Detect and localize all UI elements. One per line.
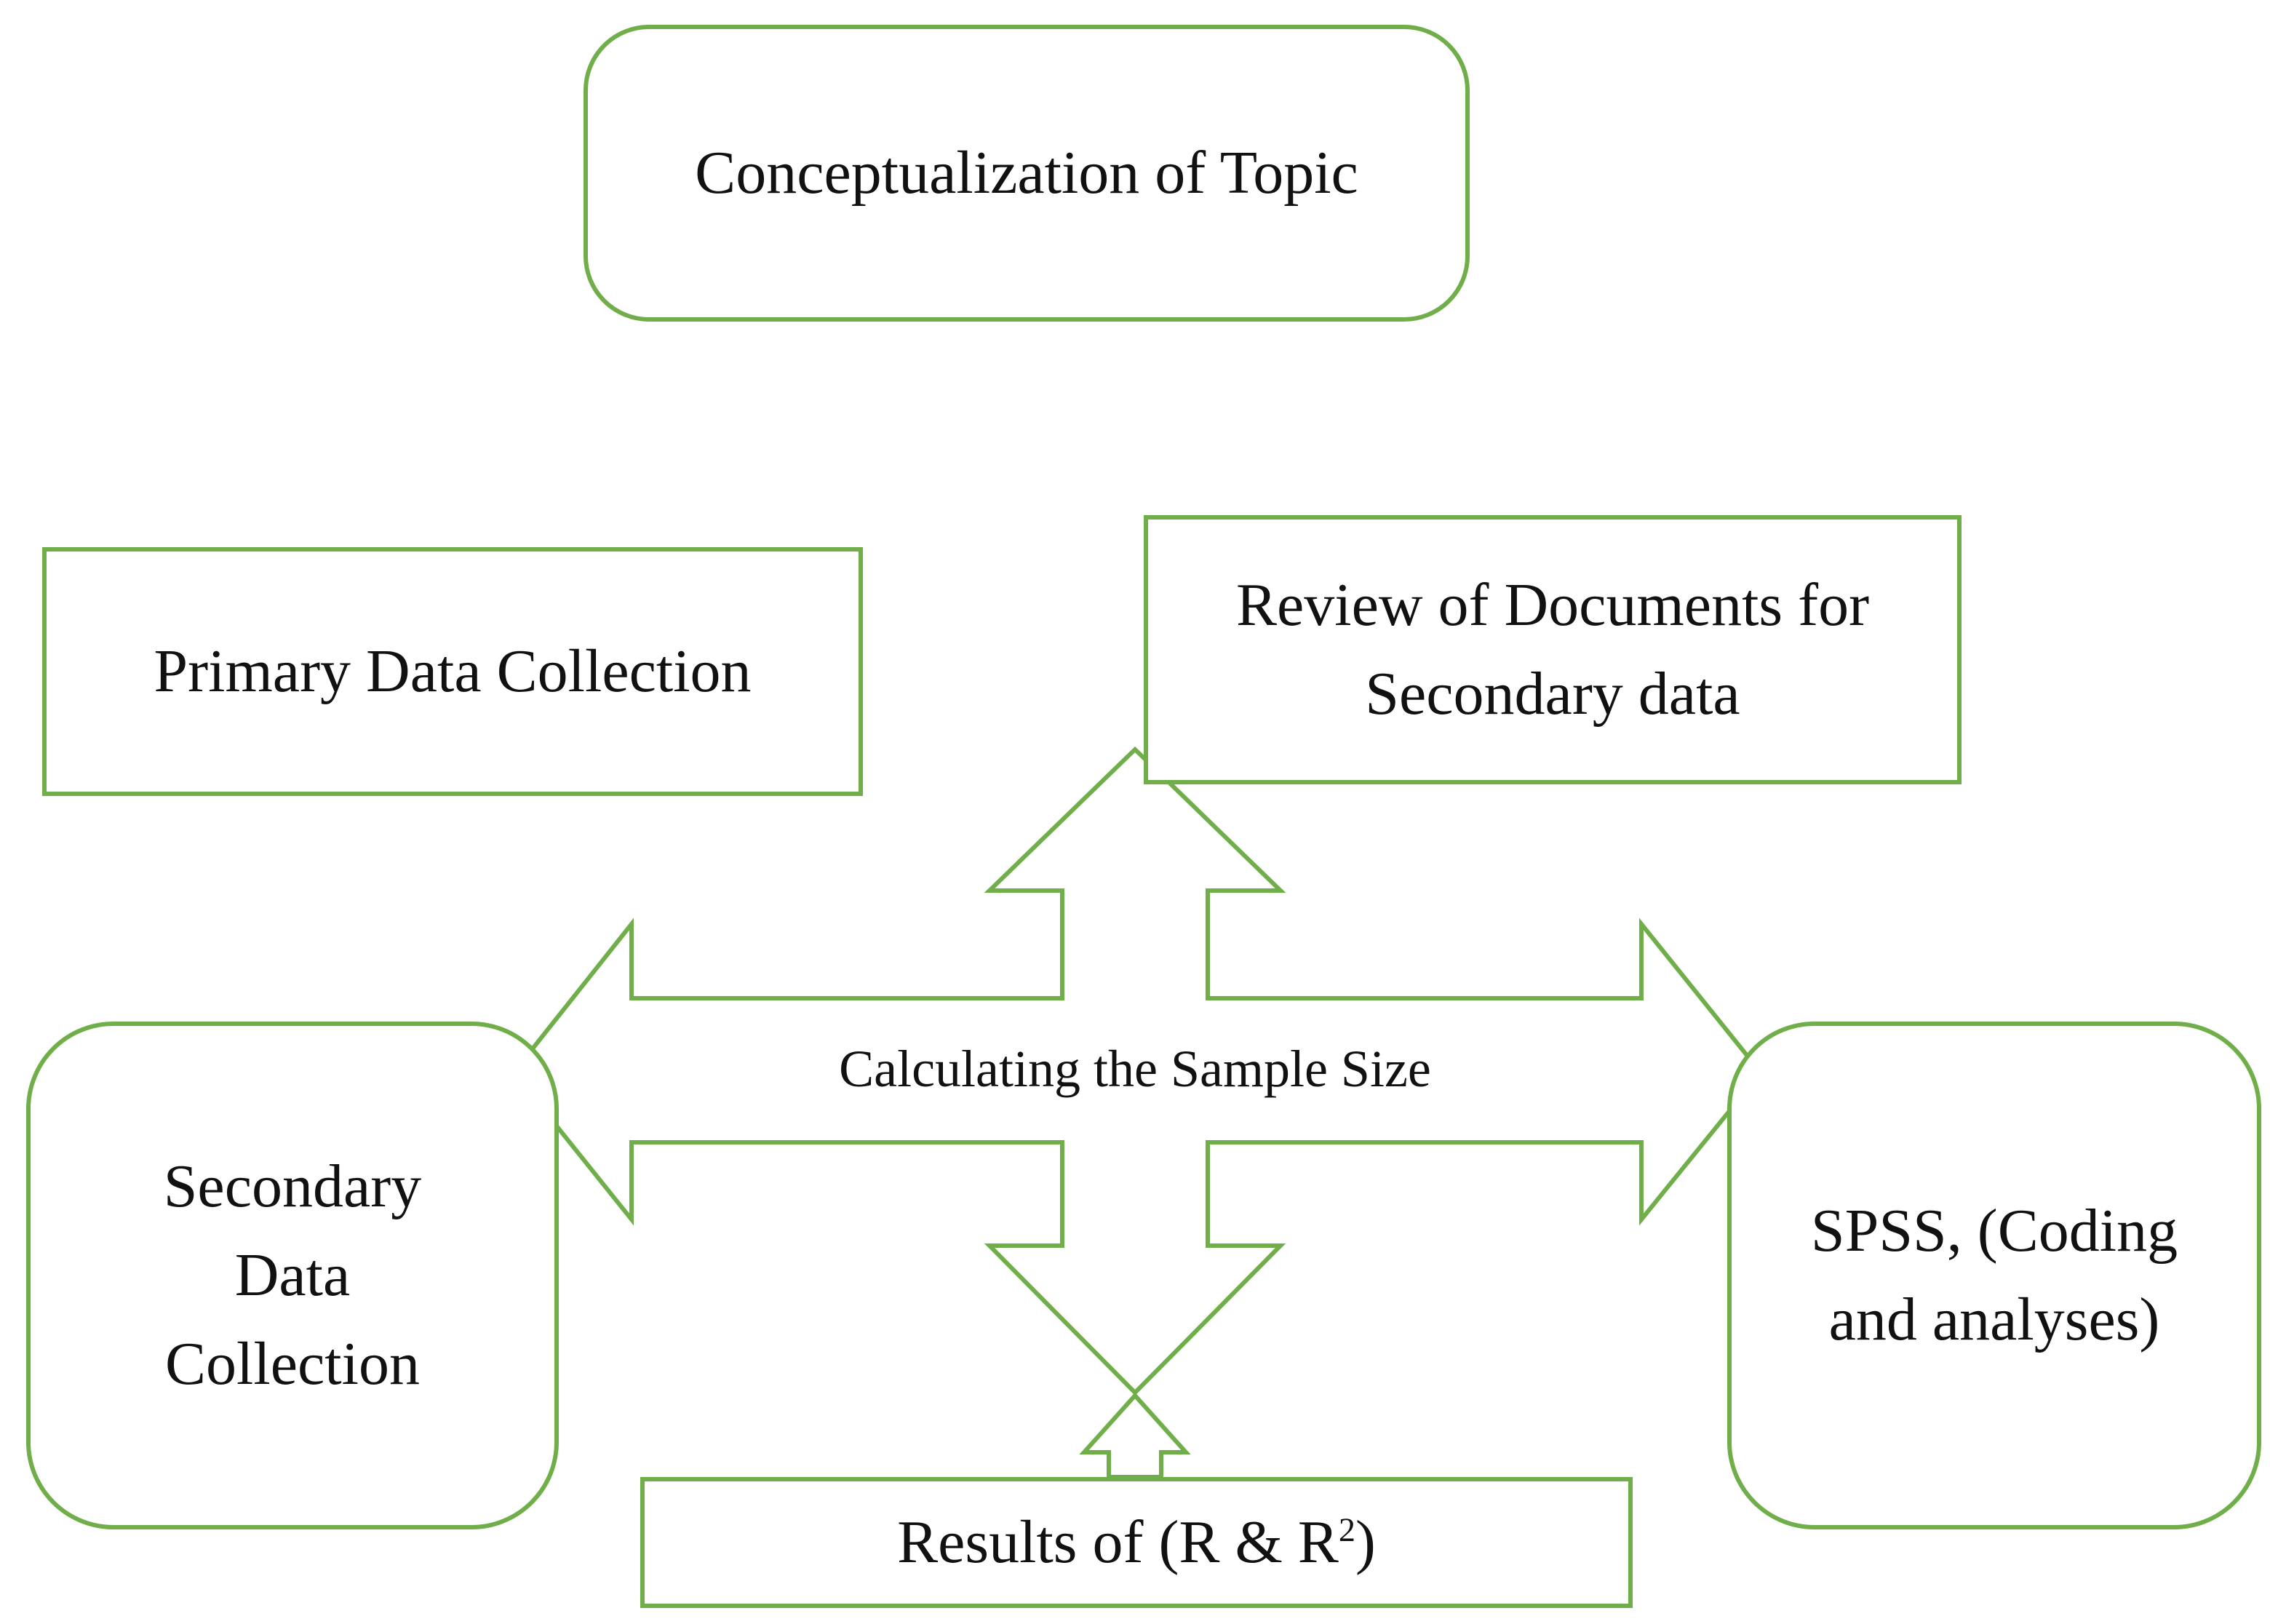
results-text-prefix: Results of (R & R [897, 1508, 1339, 1577]
node-results: Results of (R & R2) [640, 1477, 1633, 1608]
node-results-label: Results of (R & R2) [897, 1498, 1376, 1587]
node-spss-label: SPSS, (Coding and analyses) [1810, 1197, 2178, 1353]
node-conceptualization-label: Conceptualization of Topic [695, 139, 1358, 207]
node-spss: SPSS, (Coding and analyses) [1727, 1022, 2261, 1529]
node-review-label: Review of Documents for Secondary data [1235, 571, 1870, 728]
node-secondary-data-collection: Secondary Data Collection [26, 1022, 559, 1529]
results-text-suffix: ) [1355, 1508, 1376, 1577]
center-label-sample-size: Calculating the Sample Size [839, 1040, 1431, 1098]
node-secondary-label: Secondary Data Collection [163, 1153, 422, 1398]
node-primary-label: Primary Data Collection [154, 637, 752, 706]
node-conceptualization: Conceptualization of Topic [584, 25, 1470, 322]
node-primary-data-collection: Primary Data Collection [42, 547, 863, 796]
results-superscript: 2 [1338, 1511, 1355, 1549]
small-up-arrow [1079, 1392, 1191, 1479]
node-review-documents: Review of Documents for Secondary data [1144, 515, 1962, 784]
